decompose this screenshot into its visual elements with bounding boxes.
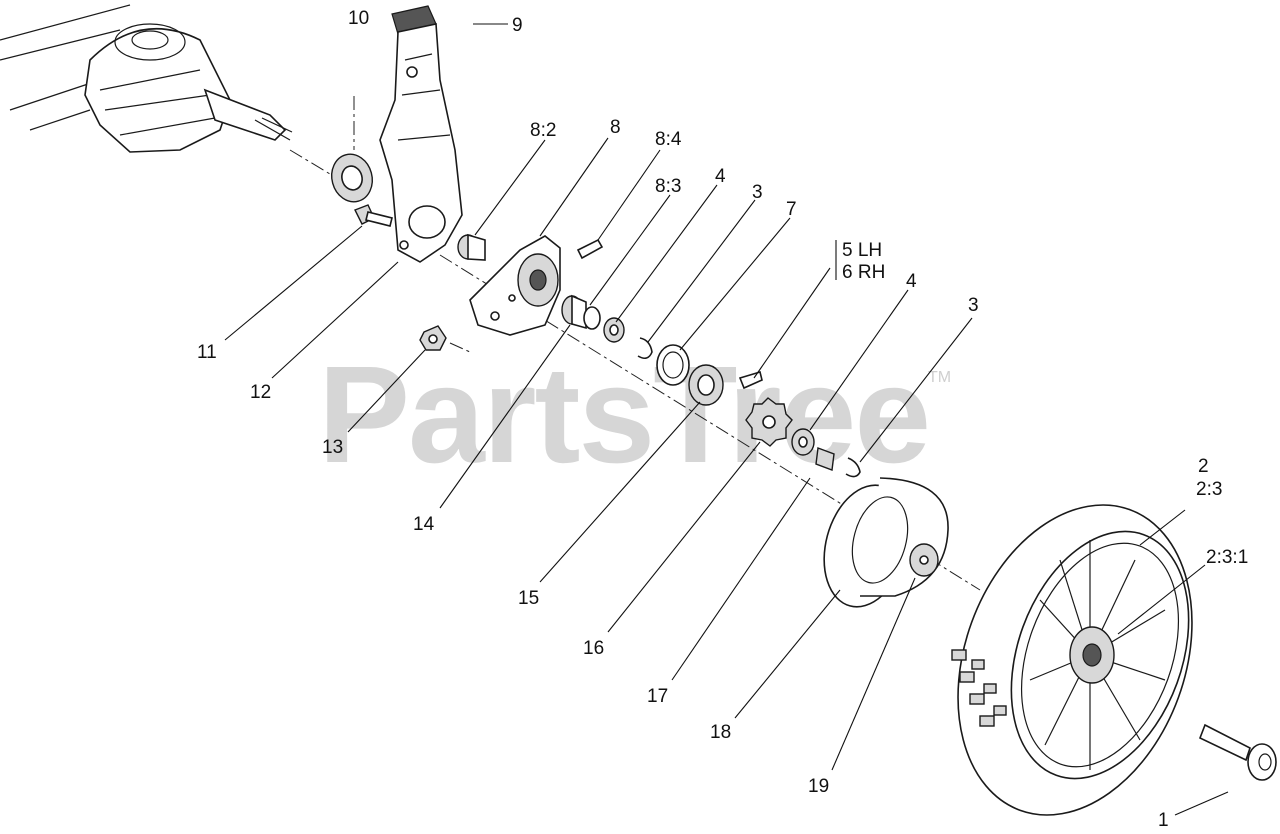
callout-4b: 4 <box>906 271 917 292</box>
part-14-spacer <box>561 294 587 330</box>
watermark-trademark: TM <box>928 369 951 386</box>
part-16-gear <box>745 397 793 447</box>
callout-15: 15 <box>518 588 539 609</box>
callout-labels: 10 9 8:2 8 8:4 8:3 4 3 7 5 LH 6 RH 4 3 1… <box>197 8 1248 831</box>
callout-3b: 3 <box>968 295 979 316</box>
callout-10: 10 <box>348 8 369 29</box>
callout-2-3: 2:3 <box>1196 479 1222 500</box>
callout-8-2: 8:2 <box>530 120 556 141</box>
callout-8-4: 8:4 <box>655 129 682 150</box>
part-3-clip-first <box>637 337 653 360</box>
part-4-washer-first <box>603 317 625 343</box>
callout-4a: 4 <box>715 166 726 187</box>
callout-12: 12 <box>250 382 271 403</box>
part-8-pivot-arm <box>469 235 561 336</box>
callout-11: 11 <box>197 342 217 363</box>
transmission-housing <box>0 4 293 153</box>
part-2-wheel <box>951 504 1193 816</box>
callout-13: 13 <box>322 437 343 458</box>
wheel-tread <box>951 649 1007 727</box>
callout-8-3: 8:3 <box>655 176 681 197</box>
callout-5-lh: 5 LH <box>842 240 882 261</box>
part-3-clip-second <box>845 457 861 478</box>
callout-7: 7 <box>786 199 797 220</box>
callout-2: 2 <box>1198 456 1209 477</box>
watermark-brand: PartsTree <box>318 338 929 492</box>
part-7-dust-cover <box>656 344 690 386</box>
part-11-bolt <box>354 204 393 227</box>
callout-18: 18 <box>710 722 731 743</box>
callout-8: 8 <box>610 117 621 138</box>
part-12-bracket <box>379 23 463 263</box>
callout-3a: 3 <box>752 182 763 203</box>
callout-19: 19 <box>808 776 829 797</box>
part-17-spacer <box>815 447 835 471</box>
part-8-2-bushing <box>457 233 486 261</box>
part-1-shoulder-bolt <box>1198 723 1277 781</box>
part-15-bearing <box>688 364 724 406</box>
callout-1: 1 <box>1158 810 1169 831</box>
callout-14: 14 <box>413 514 435 535</box>
callout-6-rh: 6 RH <box>842 262 885 283</box>
callout-16: 16 <box>583 638 604 659</box>
callout-17: 17 <box>647 686 668 707</box>
part-8-3-washer <box>583 306 601 330</box>
part-10-washer <box>331 153 373 203</box>
part-5-6-pawl <box>738 370 763 390</box>
leader-lines <box>224 23 1229 816</box>
part-8-4-stud <box>576 238 604 260</box>
callout-9: 9 <box>512 15 523 36</box>
callout-2-3-1: 2:3:1 <box>1206 547 1248 568</box>
part-19-washer <box>909 543 939 577</box>
part-4-washer-second <box>791 428 815 456</box>
part-13-nut <box>419 325 447 351</box>
